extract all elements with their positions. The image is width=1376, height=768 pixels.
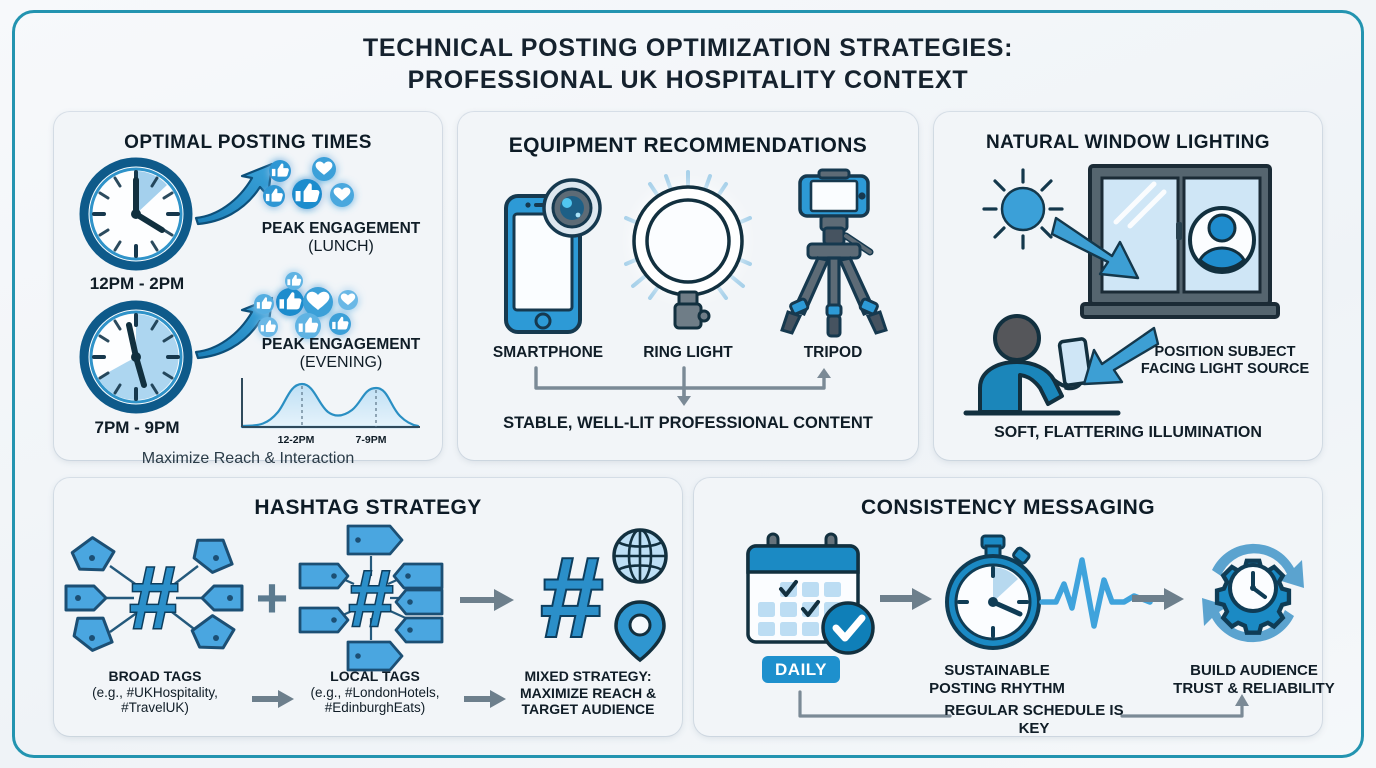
chart-peak1-label: 12-2PM: [277, 434, 315, 446]
mixed-strategy-line2: TARGET AUDIENCE: [521, 701, 655, 718]
build-trust-line2: TRUST & RELIABILITY: [1173, 679, 1335, 697]
gear-cycle-icon: [1202, 543, 1304, 643]
peak-engagement-lunch-title: PEAK ENGAGEMENT: [261, 220, 421, 237]
panel-consistency-title: CONSISTENCY MESSAGING: [861, 496, 1155, 519]
local-tags-example1: (e.g., #LondonHotels,: [310, 684, 440, 700]
smartphone-camera-icon: [504, 178, 602, 334]
mixed-strategy-icon: #: [539, 528, 668, 663]
position-subject-callout: POSITION SUBJECT FACING LIGHT SOURCE: [1130, 344, 1320, 378]
panel-natural-window-lighting: NATURAL WINDOW LIGHTING: [934, 112, 1322, 460]
build-trust-line1: BUILD AUDIENCE: [1190, 662, 1318, 679]
mixed-strategy-label: MIXED STRATEGY:: [524, 668, 652, 684]
panel-hashtag-title: HASHTAG STRATEGY: [254, 496, 482, 519]
panel-equipment-title: EQUIPMENT RECOMMENDATIONS: [508, 134, 868, 157]
stopwatch-icon: [945, 534, 1041, 650]
mixed-strategy-caption: MIXED STRATEGY: MAXIMIZE REACH & TARGET …: [494, 668, 682, 718]
broad-tags-label: BROAD TAGS: [108, 668, 202, 684]
peak-engagement-evening-sub: (EVENING): [299, 354, 383, 372]
sun-icon: [982, 168, 1064, 250]
clock-evening-icon: [79, 300, 193, 414]
engagement-reactions-evening-icon: [254, 272, 358, 339]
peak-engagement-evening-caption: PEAK ENGAGEMENT (EVENING): [240, 336, 442, 373]
svg-text:#: #: [541, 535, 603, 660]
equipment-footer: STABLE, WELL-LIT PROFESSIONAL CONTENT: [503, 414, 873, 432]
position-subject-line2: FACING LIGHT SOURCE: [1140, 361, 1310, 378]
build-trust-caption: BUILD AUDIENCE TRUST & RELIABILITY: [1162, 662, 1346, 697]
ring-light-icon: [624, 170, 752, 330]
person-holding-phone-icon: [963, 314, 1121, 416]
broad-tags-example1: (e.g., #UKHospitality,: [92, 684, 218, 700]
peak-engagement-evening-title: PEAK ENGAGEMENT: [261, 336, 421, 353]
hashtag-flow-arrow-icon: [460, 589, 514, 611]
equipment-converge-bracket-icon: [534, 366, 831, 406]
panel-equipment-recommendations: EQUIPMENT RECOMMENDATIONS SMARTPHONE: [458, 112, 918, 460]
local-tags-example2: #EdinburghEats): [324, 700, 426, 716]
tripod-icon: [780, 168, 888, 338]
svg-text:#: #: [349, 554, 394, 643]
engagement-reactions-lunch-icon: [263, 157, 354, 209]
pulse-wave-icon: [1039, 557, 1153, 629]
clock-lunch-icon: [79, 157, 193, 271]
local-to-mixed-arrow-icon: [464, 690, 506, 708]
panel-times-title: OPTIMAL POSTING TIMES: [124, 132, 372, 153]
panel-hashtag-strategy: HASHTAG STRATEGY #: [54, 478, 682, 736]
sustainable-rhythm-line2: POSTING RHYTHM: [929, 679, 1065, 697]
daily-badge: DAILY: [762, 656, 840, 683]
panel-lighting-title: NATURAL WINDOW LIGHTING: [986, 132, 1270, 153]
broad-tags-caption: BROAD TAGS (e.g., #UKHospitality, #Trave…: [60, 668, 250, 716]
sustainable-rhythm-line1: SUSTAINABLE: [944, 662, 1050, 679]
panel-optimal-posting-times: OPTIMAL POSTING TIMES: [54, 112, 442, 467]
clock-evening-label: 7PM - 9PM: [94, 418, 180, 437]
regular-schedule-loop-icon: [798, 690, 1249, 718]
mixed-strategy-line1: MAXIMIZE REACH &: [519, 684, 657, 701]
clock-lunch-label: 12PM - 2PM: [89, 274, 185, 293]
sustainable-rhythm-caption: SUSTAINABLE POSTING RHYTHM: [922, 662, 1072, 697]
plus-symbol: +: [255, 566, 289, 629]
consistency-arrow-1-icon: [880, 588, 932, 610]
page-title-line2: PROFESSIONAL UK HOSPITALITY CONTEXT: [407, 66, 969, 94]
peak-engagement-lunch-sub: (LUNCH): [308, 238, 374, 256]
growth-arrow-evening-icon: [194, 296, 274, 360]
position-subject-line1: POSITION SUBJECT: [1154, 344, 1296, 360]
consistency-footer: REGULAR SCHEDULE IS KEY: [944, 702, 1124, 737]
page-title-line1: TECHNICAL POSTING OPTIMIZATION STRATEGIE…: [362, 34, 1014, 62]
chart-peak2-label: 7-9PM: [355, 434, 387, 446]
equipment-label-ring-light: RING LIGHT: [643, 344, 733, 361]
growth-arrow-lunch-icon: [194, 162, 274, 226]
peak-engagement-lunch-caption: PEAK ENGAGEMENT (LUNCH): [240, 220, 442, 257]
page-title: TECHNICAL POSTING OPTIMIZATION STRATEGIE…: [0, 32, 1376, 96]
lighting-footer: SOFT, FLATTERING ILLUMINATION: [994, 424, 1262, 441]
panel-consistency-messaging: CONSISTENCY MESSAGING: [694, 478, 1335, 737]
consistency-arrow-2-icon: [1132, 588, 1184, 610]
local-tags-caption: LOCAL TAGS (e.g., #LondonHotels, #Edinbu…: [282, 668, 468, 716]
times-footer: Maximize Reach & Interaction: [141, 450, 355, 467]
engagement-curve-chart: [240, 378, 420, 429]
broad-to-local-arrow-icon: [252, 690, 294, 708]
svg-text:#: #: [130, 548, 179, 647]
equipment-label-smartphone: SMARTPHONE: [492, 344, 604, 361]
position-subject-arrow-icon: [1082, 326, 1160, 386]
broad-tags-example2: #TravelUK): [121, 700, 189, 716]
light-direction-arrow-icon: [1050, 216, 1140, 280]
local-tags-icon: #: [298, 524, 444, 672]
broad-tags-icon: #: [64, 536, 244, 652]
equipment-label-tripod: TRIPOD: [803, 344, 863, 361]
calendar-icon: [746, 532, 875, 655]
local-tags-label: LOCAL TAGS: [330, 668, 420, 684]
